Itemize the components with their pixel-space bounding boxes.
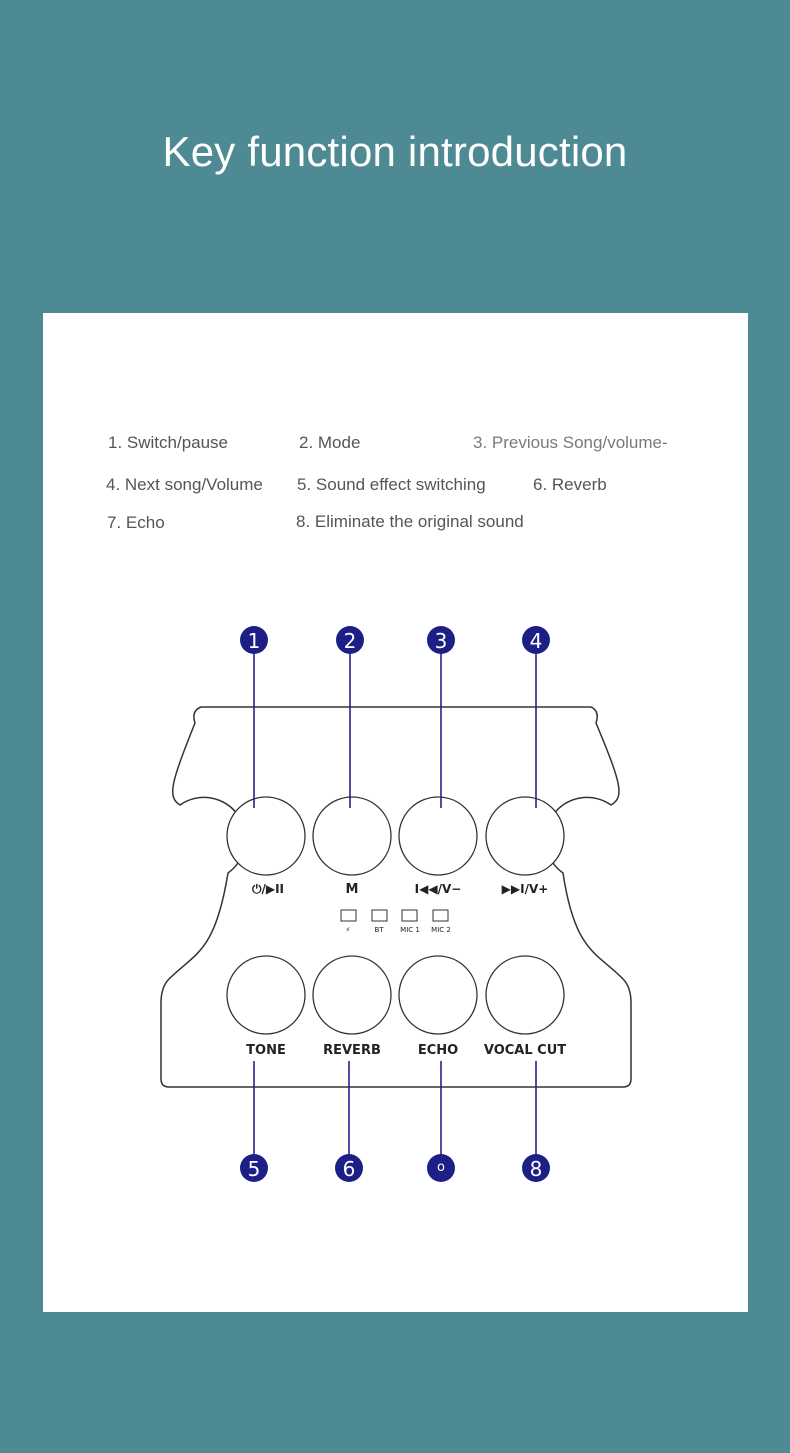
marker-4-number: 4 — [530, 629, 543, 653]
marker-1-number: 1 — [248, 629, 261, 653]
marker-7 — [427, 1154, 455, 1182]
marker-1 — [240, 626, 268, 654]
indicator-mic1-box — [401, 909, 418, 922]
legend-item-8: 8. Eliminate the original sound — [296, 512, 524, 531]
diagram-card: 1. Switch/pause 2. Mode 3. Previous Song… — [43, 313, 748, 1312]
marker-8 — [522, 1154, 550, 1182]
indicator-power-icon: ⚡ — [346, 926, 351, 934]
legend-item-4: 4. Next song/Volume — [106, 475, 263, 494]
marker-4 — [522, 626, 550, 654]
marker-7-number: o — [437, 1160, 445, 1175]
legend-item-6: 6. Reverb — [533, 475, 607, 494]
marker-2-number: 2 — [344, 629, 357, 653]
panel-outline — [160, 706, 632, 1088]
marker-2 — [336, 626, 364, 654]
legend-item-2: 2. Mode — [299, 433, 361, 452]
knob-previous — [398, 796, 478, 876]
legend-item-5: 5. Sound effect switching — [297, 475, 486, 494]
marker-8-number: 8 — [530, 1157, 543, 1181]
label-next: ▶▶I/V+ — [502, 882, 549, 896]
label-reverb: REVERB — [323, 1043, 381, 1058]
knob-switch-pause — [226, 796, 306, 876]
legend-item-7: 7. Echo — [107, 513, 165, 532]
marker-6-number: 6 — [343, 1157, 356, 1181]
marker-6 — [335, 1154, 363, 1182]
marker-5-number: 5 — [248, 1157, 261, 1181]
indicator-mic1-label: MIC 1 — [400, 926, 420, 934]
knob-vocal-cut — [485, 955, 565, 1035]
control-panel-diagram: ⏻/▶II M I◀◀/V− ▶▶I/V+ ⚡ BT MIC 1 MIC 2 T… — [160, 626, 632, 1182]
indicator-mic2-box — [432, 909, 449, 922]
label-mode: M — [346, 882, 359, 897]
page-title: Key function introduction — [162, 128, 628, 175]
indicator-bt-box — [371, 909, 388, 922]
indicator-bt-label: BT — [374, 926, 384, 934]
indicator-mic2-label: MIC 2 — [431, 926, 451, 934]
label-tone: TONE — [246, 1043, 286, 1058]
knob-tone — [226, 955, 306, 1035]
label-switch-pause: ⏻/▶II — [252, 882, 284, 896]
marker-3 — [427, 626, 455, 654]
legend-item-1: 1. Switch/pause — [108, 433, 229, 452]
knob-reverb — [312, 955, 392, 1035]
marker-5 — [240, 1154, 268, 1182]
knob-mode — [312, 796, 392, 876]
marker-3-number: 3 — [435, 629, 448, 653]
label-vocal-cut: VOCAL CUT — [484, 1043, 566, 1058]
indicator-power-box — [340, 909, 357, 922]
label-echo: ECHO — [418, 1043, 458, 1058]
knob-next — [485, 796, 565, 876]
legend-item-3: 3. Previous Song/volume- — [473, 433, 668, 452]
label-previous: I◀◀/V− — [415, 882, 462, 896]
knob-echo — [398, 955, 478, 1035]
